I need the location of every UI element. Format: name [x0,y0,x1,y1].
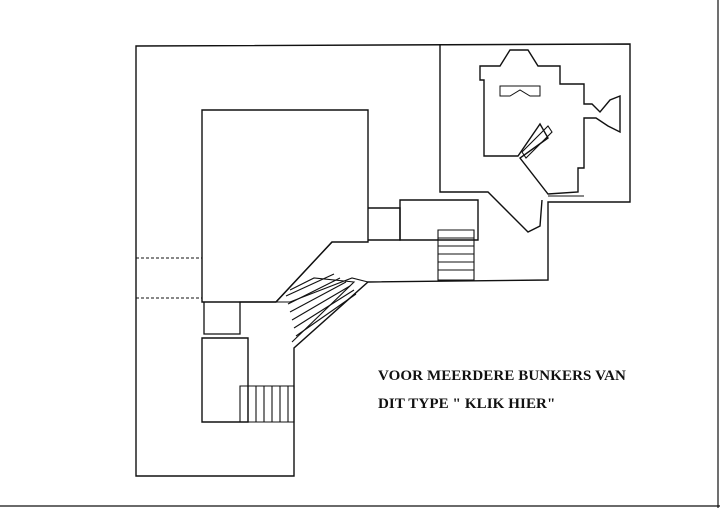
stairs-lower [239,385,295,423]
stairs-diagonal [285,273,357,343]
diagonal-passage [203,241,333,335]
fortification-inner [499,85,541,97]
caption-line-1: VOOR MEERDERE BUNKERS VAN [378,368,626,384]
fortification-outline [479,49,621,195]
side-room [399,199,479,241]
click-here-link[interactable]: DIT TYPE " KLIK HIER" [378,396,556,412]
main-block [201,109,369,303]
connector-box [368,207,401,241]
right-room-bar [521,125,553,159]
outer-boundary [135,43,631,477]
right-room [439,44,543,233]
lower-room [201,337,249,423]
lower-wall [276,277,369,303]
stairs-upper [437,229,475,281]
